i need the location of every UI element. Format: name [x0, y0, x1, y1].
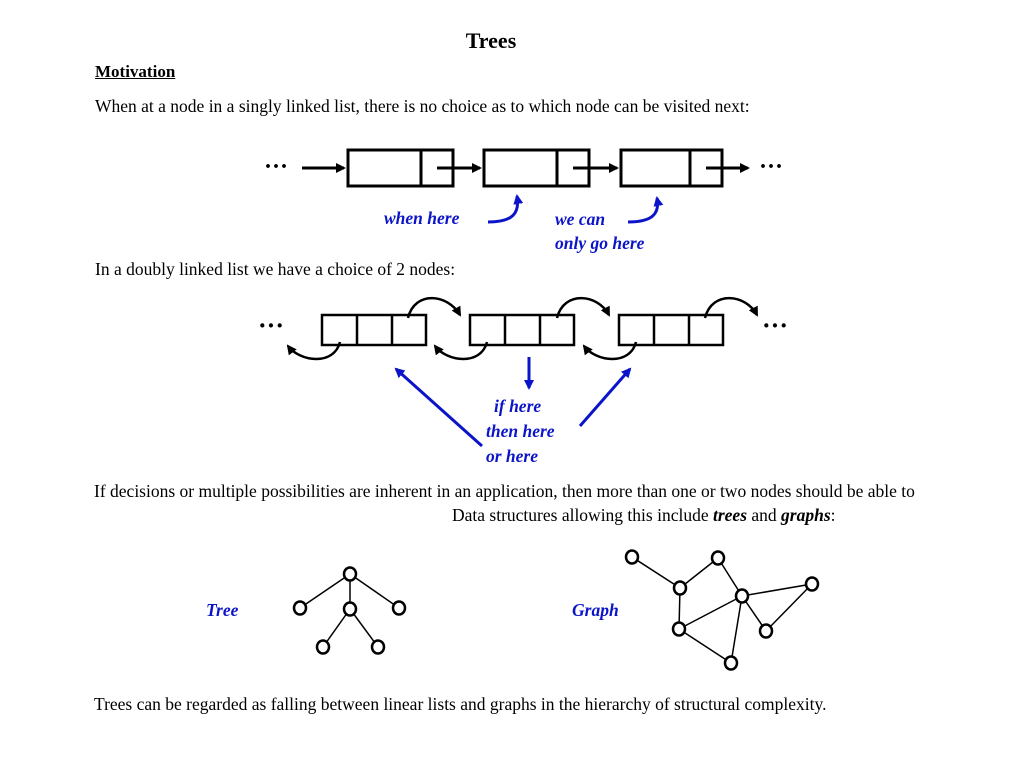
doubly-ellipsis-right: ···	[762, 311, 788, 340]
doubly-node-1	[320, 313, 428, 347]
label-if-here: if here	[494, 396, 542, 416]
when-here-arrow	[487, 194, 524, 224]
label-or-here: or here	[486, 446, 539, 466]
tree-diagram	[292, 566, 407, 655]
paragraph-closing: Trees can be regarded as falling between…	[94, 694, 827, 714]
doubly-ellipsis-left: ···	[258, 311, 284, 340]
page-title: Trees	[465, 28, 517, 53]
then-here-arrow	[578, 367, 632, 427]
label-graph: Graph	[572, 600, 619, 620]
paragraph-doubly: In a doubly linked list we have a choice…	[95, 259, 456, 279]
paragraph-decisions: If decisions or multiple possibilities a…	[94, 481, 915, 501]
singly-ellipsis-right: ···	[759, 154, 783, 180]
label-tree: Tree	[206, 600, 239, 620]
doubly-prev-3	[582, 341, 638, 361]
label-only-go-here: only go here	[555, 233, 645, 253]
doubly-prev-1	[286, 341, 342, 361]
go-here-arrow	[627, 196, 664, 224]
paragraph-singly: When at a node in a singly linked list, …	[95, 96, 750, 116]
doubly-prev-2	[433, 341, 489, 361]
doubly-node-3	[617, 313, 725, 347]
label-we-can: we can	[555, 209, 606, 229]
structures-trees: trees	[712, 505, 748, 525]
structures-and: and	[747, 505, 782, 525]
doubly-next-1	[406, 296, 462, 319]
section-heading: Motivation	[95, 62, 176, 81]
label-when-here: when here	[384, 208, 460, 228]
doubly-next-2	[555, 296, 611, 319]
graph-diagram	[624, 549, 820, 671]
structures-suffix: :	[830, 505, 836, 525]
doubly-node-2	[468, 313, 576, 347]
doubly-next-3	[703, 296, 759, 319]
structures-graphs: graphs	[781, 505, 831, 525]
label-then-here: then here	[486, 421, 555, 441]
singly-ellipsis-left: ···	[264, 154, 288, 180]
paragraph-structures: Data structures allowing this include tr…	[452, 505, 836, 526]
structures-prefix: Data structures allowing this include	[452, 505, 713, 525]
or-here-arrow	[394, 367, 484, 448]
